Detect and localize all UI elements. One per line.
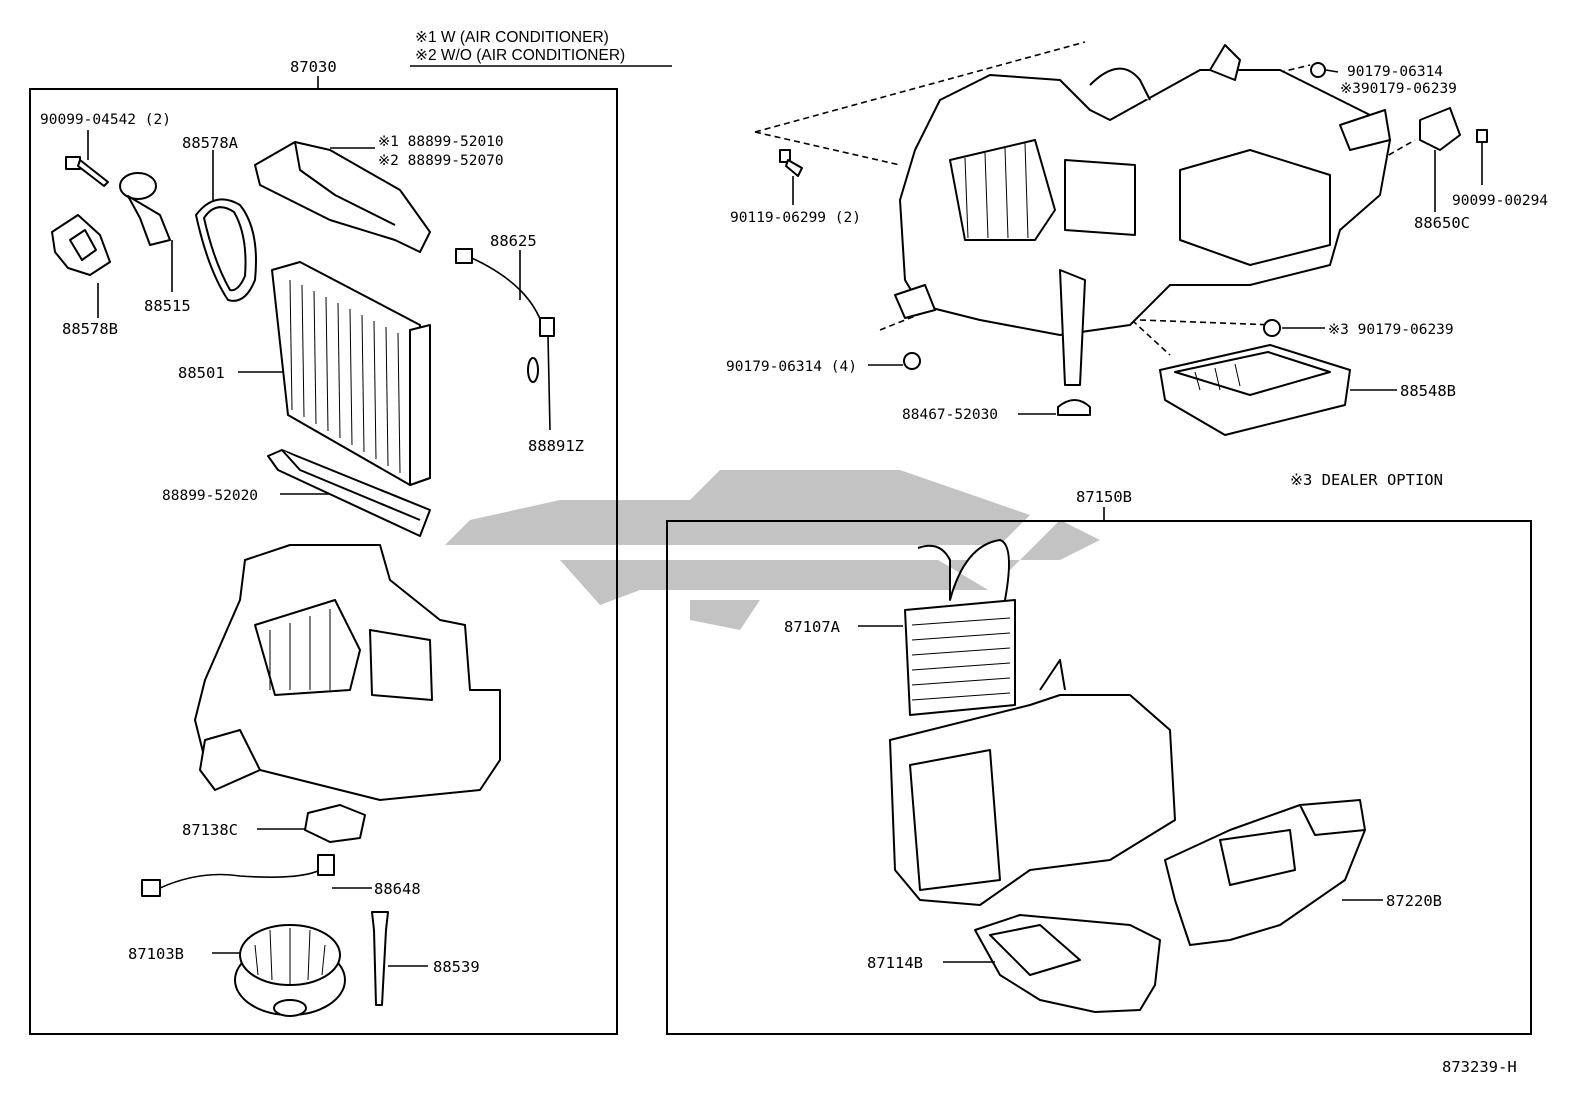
label-87114B: 87114B (867, 954, 923, 972)
evaporator-icon (271, 261, 431, 486)
label-88648: 88648 (374, 880, 421, 898)
label-90119-06299: 90119-06299 (2) (730, 210, 861, 226)
legend-line-1: ※1 W (AIR CONDITIONER) (415, 29, 609, 46)
assembly-label-87150B: 87150B (1076, 488, 1132, 506)
label-88650C: 88650C (1414, 214, 1470, 232)
label-88891Z: 88891Z (528, 437, 584, 455)
label-90099-04542: 90099-04542 (2) (40, 112, 171, 128)
label-88899-52070: ※2 88899-52070 (378, 153, 504, 169)
duct-icon (1164, 799, 1366, 946)
unit-case-icon (194, 544, 501, 801)
complete-unit (754, 41, 1416, 386)
nut-icon (903, 352, 921, 370)
label-87107A: 87107A (784, 618, 841, 636)
assembly-87030: 87030 90099-04542 (2) 88578B 88515 88578… (29, 58, 618, 1035)
assembly-label-87030: 87030 (290, 58, 337, 76)
label-88548B: 88548B (1400, 382, 1456, 400)
label-90179-06239: ※3 90179-06239 (1328, 322, 1454, 338)
label-88625: 88625 (490, 232, 537, 250)
dealer-option-note: ※3 DEALER OPTION (1290, 471, 1443, 489)
label-88899-52020: 88899-52020 (162, 488, 258, 504)
label-88578B: 88578B (62, 320, 118, 338)
sensor-wire-icon (464, 254, 546, 336)
label-87138C: 87138C (182, 821, 238, 839)
label-390179-06239: ※390179-06239 (1340, 81, 1457, 97)
label-90179-06314-4: 90179-06314 (4) (726, 359, 857, 375)
label-88578A: 88578A (182, 134, 239, 152)
filter-case-icon (1159, 344, 1351, 436)
grommet-icon (1057, 399, 1091, 416)
screw-icon (779, 149, 803, 177)
heater-case-icon (889, 659, 1176, 906)
legend-line-2: ※2 W/O (AIR CONDITIONER) (415, 47, 625, 64)
label-90179-06314-top: 90179-06314 (1347, 64, 1443, 80)
blower-motor-icon (234, 924, 346, 1017)
actuator-icon (1419, 107, 1461, 151)
label-88899-52010: ※1 88899-52010 (378, 134, 504, 150)
lower-duct-icon (974, 914, 1161, 1013)
watermark-logo (445, 470, 1100, 630)
label-88467-52030: 88467-52030 (902, 407, 998, 423)
thermistor-icon (119, 172, 171, 246)
label-90099-00294: 90099-00294 (1452, 193, 1548, 209)
resistor-icon (304, 804, 366, 843)
label-87220B: 87220B (1386, 892, 1442, 910)
bolt-icon (65, 156, 109, 187)
heater-core-icon (904, 539, 1016, 716)
assembly-87150B: 87150B 87107A 87220B (666, 488, 1532, 1035)
legend: ※1 W (AIR CONDITIONER) ※2 W/O (AIR CONDI… (410, 29, 672, 67)
drain-hose-icon (371, 911, 389, 1006)
nut-icon (1263, 319, 1281, 337)
screw-icon (1476, 129, 1488, 165)
nut-icon (1310, 62, 1326, 78)
drawing-id: 873239-H (1442, 1058, 1517, 1076)
label-88501: 88501 (178, 364, 225, 382)
harness-icon (159, 859, 326, 889)
label-88539: 88539 (433, 958, 480, 976)
label-87103B: 87103B (128, 945, 184, 963)
label-88515: 88515 (144, 297, 191, 315)
